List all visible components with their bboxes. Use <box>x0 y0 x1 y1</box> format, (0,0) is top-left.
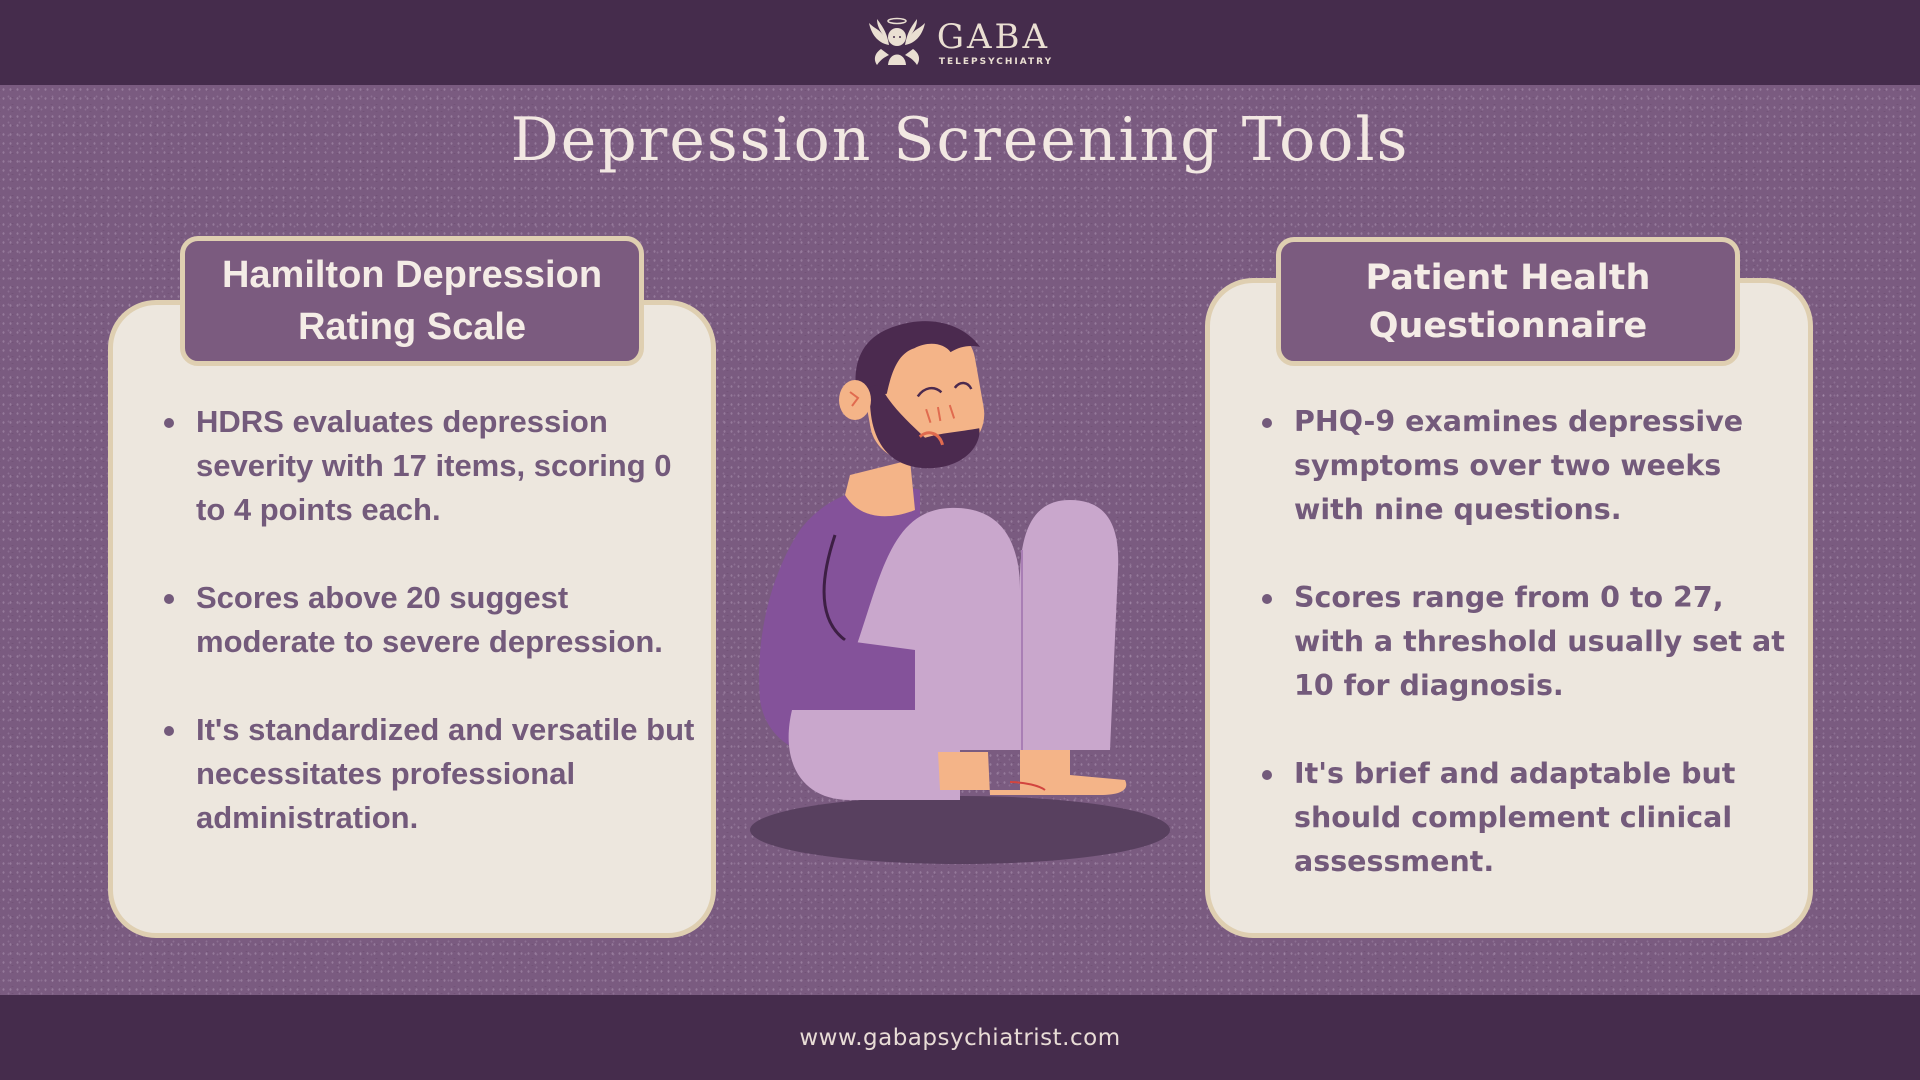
footer-bar: www.gabapsychiatrist.com <box>0 995 1920 1080</box>
page-title: Depression Screening Tools <box>510 105 1410 175</box>
floor-shadow <box>750 796 1170 864</box>
brand-tagline: TELEPSYCHIATRY <box>938 56 1054 67</box>
hamilton-card-header: Hamilton Depression Rating Scale <box>180 236 644 366</box>
top-bar: GABA TELEPSYCHIATRY <box>0 0 1920 85</box>
list-item: Scores above 20 suggest moderate to seve… <box>160 576 700 664</box>
hamilton-card <box>108 300 716 938</box>
list-item: It's standardized and versatile but nece… <box>160 708 700 840</box>
hamilton-card-title: Hamilton Depression Rating Scale <box>221 254 603 348</box>
list-item: Scores range from 0 to 27, with a thresh… <box>1258 576 1798 708</box>
sad-man-illustration <box>750 321 1170 864</box>
website-link[interactable]: www.gabapsychiatrist.com <box>799 1024 1121 1051</box>
list-item: HDRS evaluates depression severity with … <box>160 400 700 532</box>
list-item: It's brief and adaptable but should comp… <box>1258 752 1798 884</box>
list-item: PHQ-9 examines depressive symptoms over … <box>1258 400 1798 532</box>
angel-wings-icon <box>868 17 925 65</box>
phq-card-header: Patient Health Questionnaire <box>1276 237 1740 366</box>
hamilton-bullet-list: HDRS evaluates depression severity with … <box>160 400 700 884</box>
brand-logo[interactable]: GABA TELEPSYCHIATRY <box>867 15 1053 71</box>
brand-name: GABA <box>936 16 1051 57</box>
phq-bullet-list: PHQ-9 examines depressive symptoms over … <box>1258 400 1798 928</box>
phq-card <box>1205 278 1813 938</box>
phq-card-title: Patient Health Questionnaire <box>1365 257 1651 346</box>
